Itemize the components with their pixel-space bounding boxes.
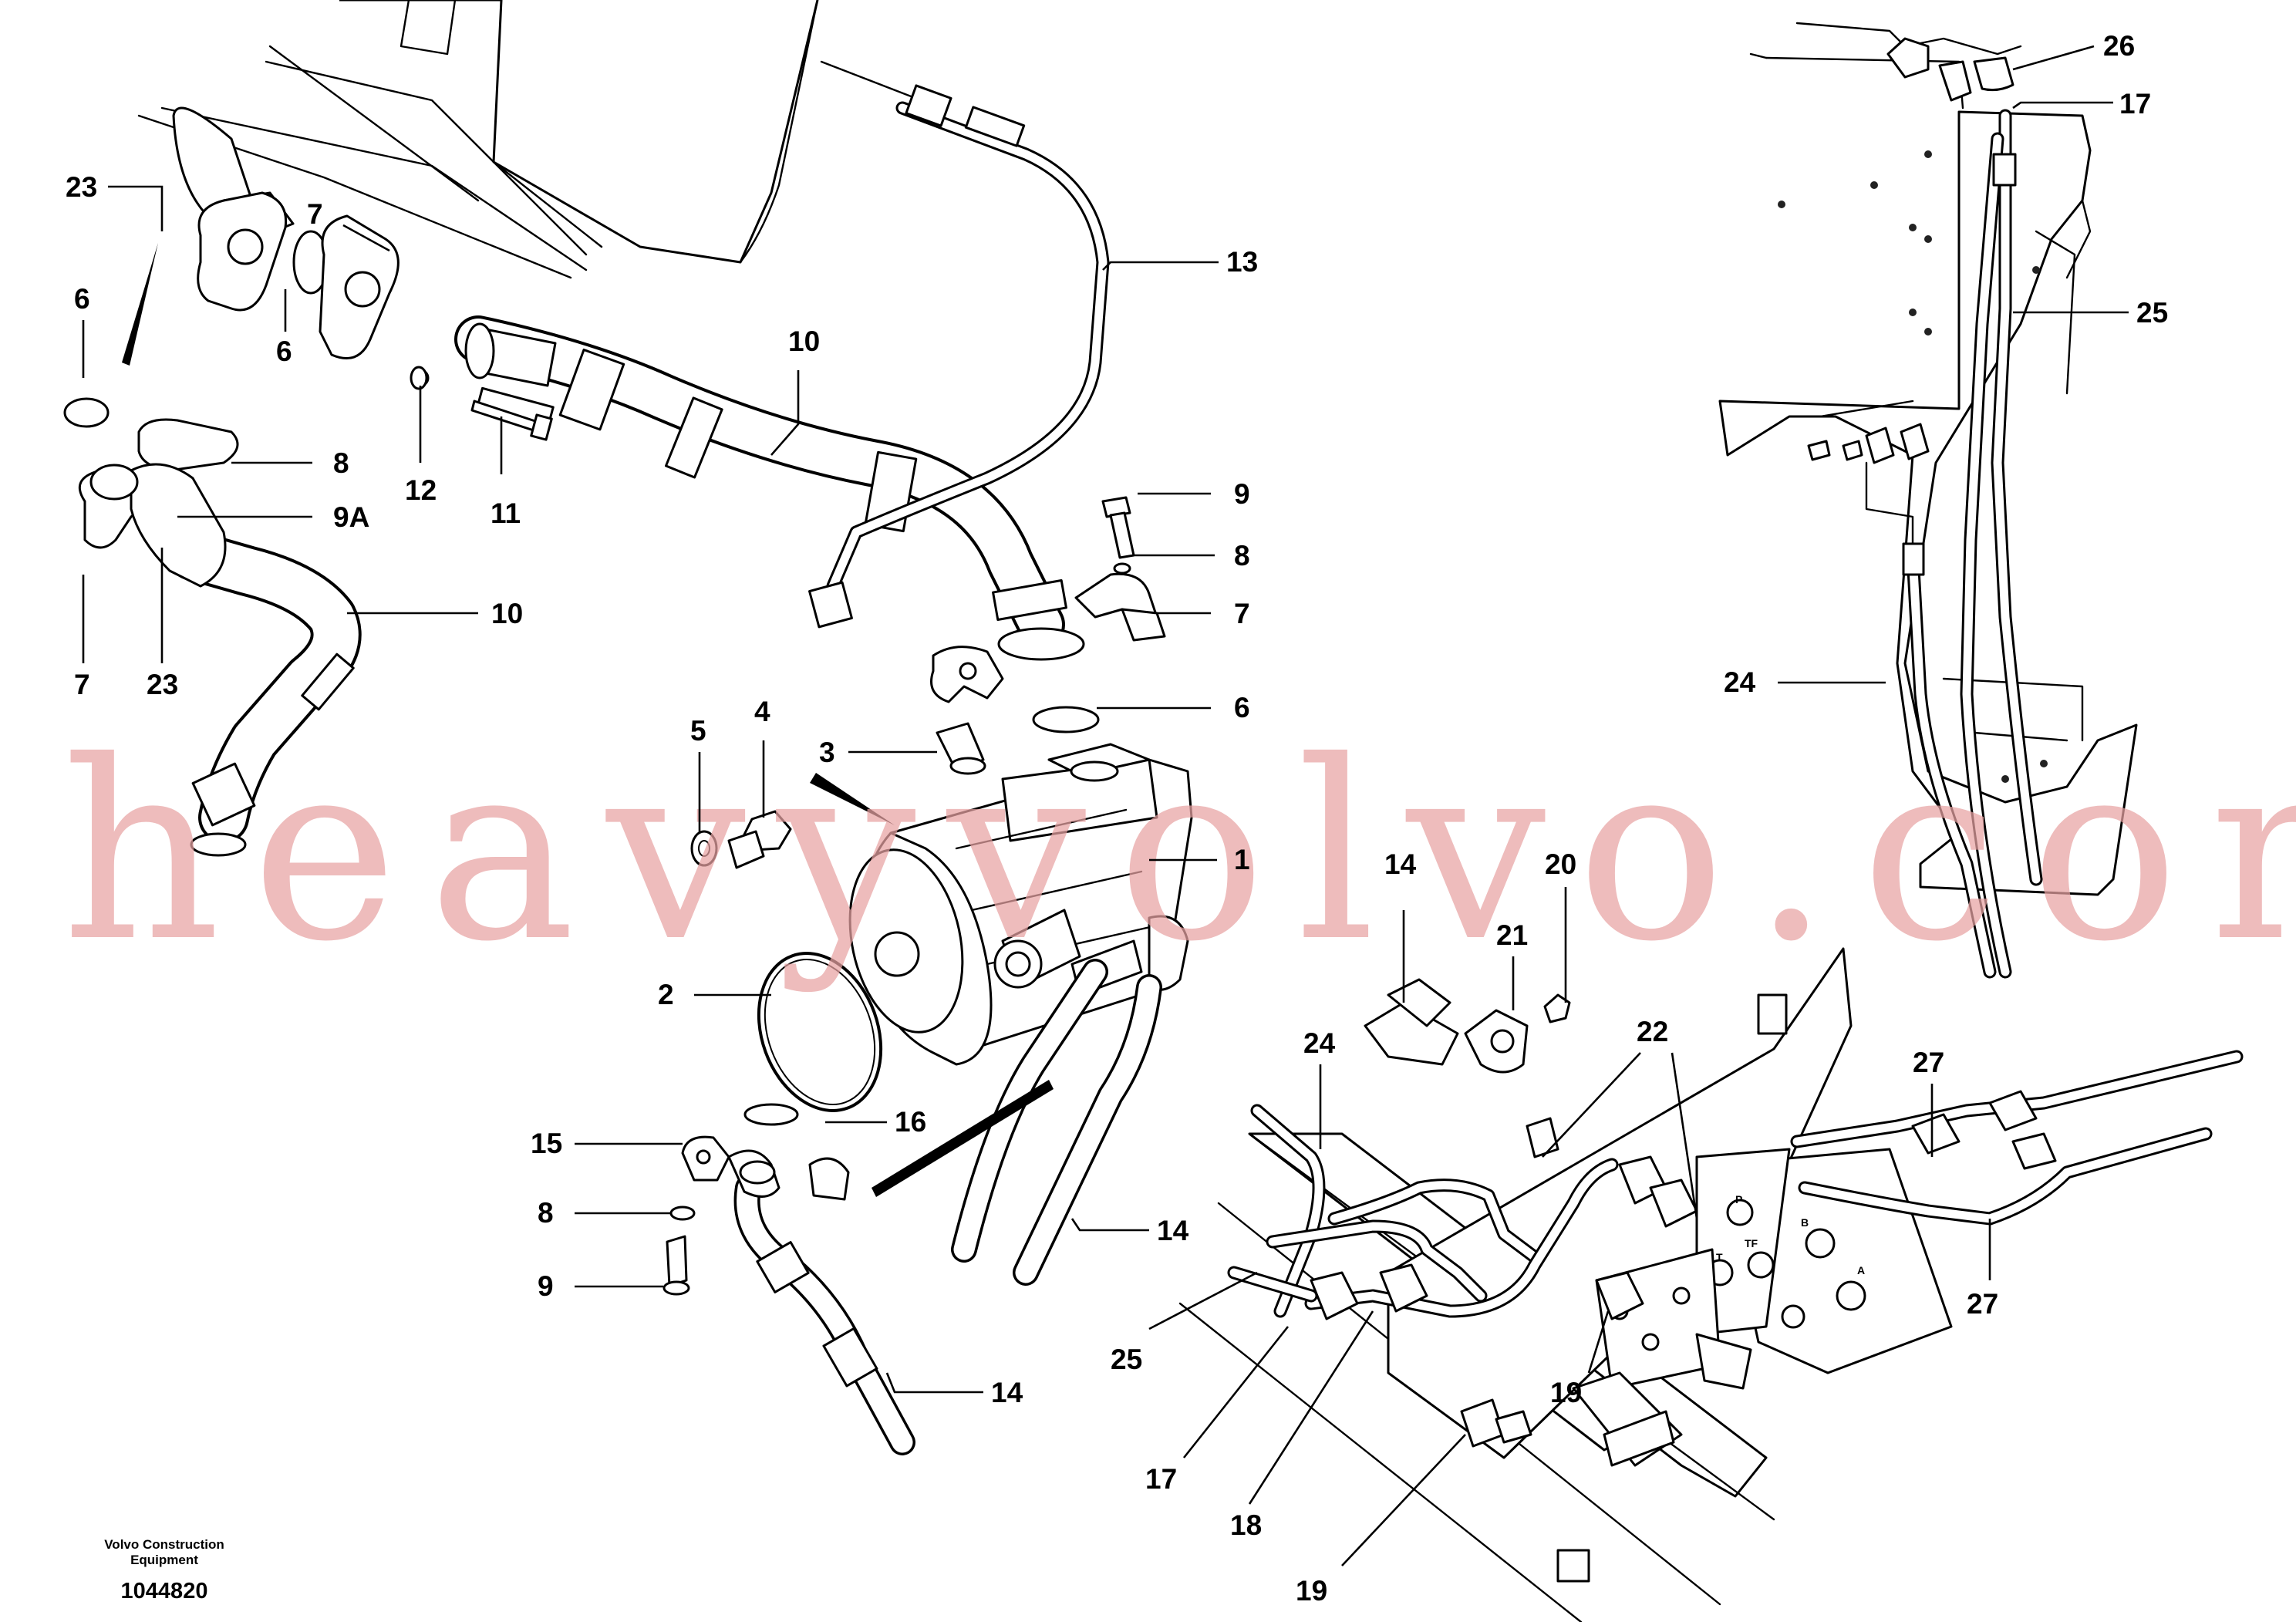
callout-7-right: 7: [1234, 598, 1250, 629]
callout-1: 1: [1234, 844, 1250, 875]
drawing-footer: Volvo Construction Equipment 1044820: [104, 1537, 224, 1603]
pointer-arrow-left: [122, 243, 158, 366]
callout-23-top: 23: [66, 171, 97, 203]
washer-12: [410, 366, 428, 390]
callout-15: 15: [531, 1128, 562, 1159]
callout-22: 22: [1637, 1016, 1668, 1047]
fitting-3: [936, 722, 986, 775]
flange-7-center: [930, 646, 1004, 703]
o-ring-2-inner: [764, 959, 876, 1105]
watermark-text: heavyvolvo.com: [62, 709, 2296, 996]
washer-8-lower: [669, 1206, 696, 1221]
callout-16: 16: [895, 1106, 926, 1138]
callout-9a: 9A: [333, 501, 369, 533]
hydraulic-pump: [848, 743, 1193, 1066]
callout-23-left: 23: [147, 669, 178, 700]
callout-5: 5: [690, 715, 706, 747]
callout-27-top: 27: [1913, 1047, 1944, 1078]
callout-7-top: 7: [307, 198, 323, 230]
suction-hose-upper: [454, 315, 1085, 661]
callout-8-top: 8: [333, 447, 349, 479]
callout-9-right: 9: [1234, 478, 1250, 510]
company-name-line2: Equipment: [130, 1553, 198, 1567]
callout-2: 2: [658, 979, 674, 1010]
callout-17-top: 17: [2119, 88, 2151, 120]
callout-6-left: 6: [74, 283, 90, 315]
callout-14-low: 14: [991, 1377, 1023, 1408]
callout-10-upper: 10: [788, 325, 820, 357]
callout-4: 4: [754, 696, 770, 727]
upper-right-bracket: [1718, 22, 2138, 979]
flange-7-right: [1074, 496, 1166, 642]
callout-20: 20: [1545, 848, 1576, 880]
suction-hose-lower: [63, 397, 362, 857]
o-ring-2: [757, 952, 883, 1112]
callout-12: 12: [405, 474, 437, 506]
hose-13: [808, 84, 1110, 629]
callout-8-lower: 8: [538, 1197, 554, 1229]
callout-19-bottom: 19: [1296, 1575, 1327, 1607]
callout-labels: 23 7 6 6 12 11 8 9A 10 10 7 23 13 9 8 7 …: [66, 30, 2168, 1607]
callout-9-lower: 9: [538, 1270, 554, 1302]
pointer-arrow-pump: [810, 773, 895, 825]
bolt-9-lower: [663, 1235, 690, 1296]
port-label-t: T: [1716, 1251, 1723, 1263]
callout-21: 21: [1496, 919, 1528, 951]
o-ring-16: [743, 1103, 799, 1126]
callout-14-top: 14: [1384, 848, 1417, 880]
callout-27-bottom: 27: [1967, 1288, 1998, 1320]
callout-3: 3: [819, 737, 835, 768]
valve-hoses: [1227, 978, 2244, 1448]
company-name-line1: Volvo Construction: [104, 1537, 224, 1552]
callout-13: 13: [1226, 246, 1258, 278]
port-label-a: A: [1857, 1264, 1865, 1276]
leader-lines: [82, 45, 2129, 1566]
port-label-tf: TF: [1745, 1237, 1758, 1249]
callout-6-right: 6: [1234, 692, 1250, 723]
callout-19-mid: 19: [1550, 1377, 1582, 1408]
callout-25-valve: 25: [1111, 1344, 1142, 1375]
callout-18: 18: [1230, 1509, 1262, 1541]
callout-11: 11: [491, 497, 521, 529]
callout-25-top: 25: [2136, 297, 2168, 329]
callout-8-right: 8: [1234, 540, 1250, 572]
bolt-4: [727, 810, 792, 869]
drawing-number: 1044820: [121, 1579, 208, 1603]
callout-14-mid: 14: [1157, 1215, 1189, 1246]
pointer-arrow-hose: [872, 1080, 1054, 1197]
pressure-hoses-14: [733, 959, 1162, 1455]
callout-7-left: 7: [74, 669, 90, 700]
callout-24-top: 24: [1724, 666, 1756, 698]
callout-24-valve: 24: [1303, 1027, 1336, 1059]
callout-26: 26: [2103, 30, 2135, 62]
callout-6-flange: 6: [276, 336, 292, 367]
washer-5-hole: [698, 840, 710, 857]
elbow-15: [681, 1135, 850, 1201]
o-ring-6-right: [1032, 706, 1100, 733]
port-label-b: B: [1801, 1216, 1809, 1229]
flange-group-top: [172, 106, 557, 431]
bolt-11: [470, 400, 553, 441]
port-label-p: P: [1735, 1193, 1742, 1206]
callout-10-lower: 10: [491, 598, 523, 629]
callout-17-valve: 17: [1145, 1463, 1177, 1495]
